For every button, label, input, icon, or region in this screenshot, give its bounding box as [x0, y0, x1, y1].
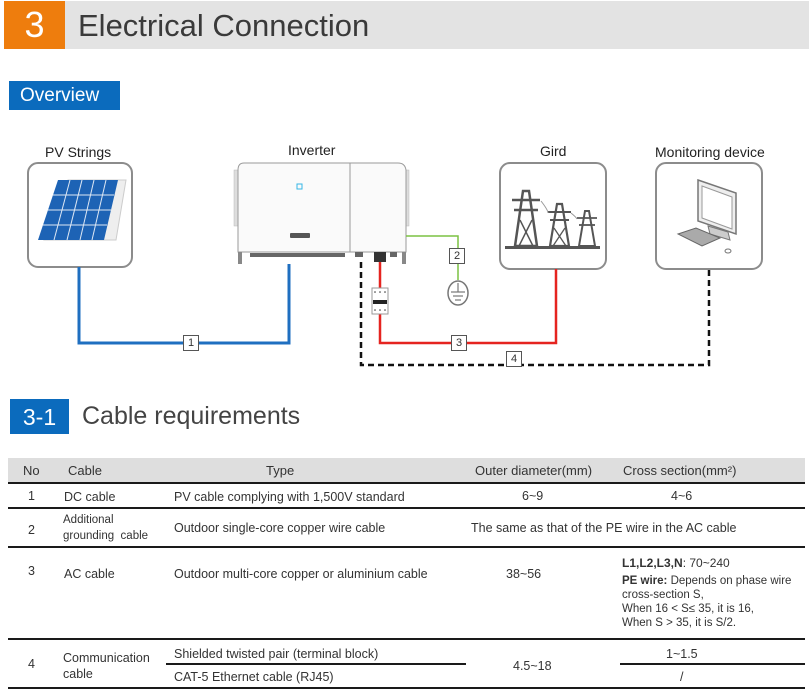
overview-heading: Overview [9, 81, 120, 110]
section-number: 3-1 [10, 399, 69, 434]
row-divider [8, 507, 805, 509]
cable-tag-1: 1 [183, 335, 199, 351]
cable-tag-3: 3 [451, 335, 467, 351]
row3-phase-value: : 70~240 [682, 556, 730, 570]
row4-no: 4 [28, 657, 35, 671]
row3-outer: 38~56 [506, 567, 542, 581]
power-tower-icon [505, 189, 600, 249]
computer-icon [676, 178, 737, 254]
row1-outer: 6~9 [522, 489, 544, 503]
row3-cross-pe-2: cross-section S, [622, 589, 704, 601]
chapter-title: Electrical Connection [78, 8, 370, 43]
header-cable: Cable [68, 463, 102, 478]
row1-no: 1 [28, 489, 35, 503]
monitoring-device-label: Monitoring device [655, 144, 765, 160]
row2-type: Outdoor single-core copper wire cable [174, 521, 386, 535]
grounding-cable-line [406, 235, 459, 280]
header-no: No [23, 463, 40, 478]
diagram-wiring [27, 162, 763, 367]
row4-cross-divider [620, 663, 805, 665]
row3-cross-pe-3: When 16 < S≤ 35, it is 16, [622, 603, 754, 615]
table-bottom-border [8, 687, 805, 689]
row4-cable-line2: cable [63, 667, 93, 681]
ac-cable-line [378, 262, 558, 345]
cable-tag-4: 4 [506, 351, 522, 367]
cable-tag-2: 2 [449, 248, 465, 264]
row2-merged-spec: The same as that of the PE wire in the A… [471, 521, 737, 535]
row4-cable-line1: Communication [63, 651, 150, 665]
row3-cross-pe-1: PE wire: Depends on phase wire [622, 574, 791, 588]
row-divider [8, 546, 805, 548]
row3-cross-phase: L1,L2,L3,N: 70~240 [622, 556, 730, 570]
header-type: Type [266, 463, 295, 478]
circuit-breaker-icon [371, 287, 389, 315]
inverter-icon [233, 162, 410, 264]
row2-cable-line1: Additional [63, 514, 114, 526]
dc-cable-line [77, 264, 291, 345]
row2-cable-line2: grounding cable [63, 530, 149, 542]
row4-sub-divider [166, 663, 466, 665]
row3-pe-label: PE wire: [622, 575, 668, 587]
row4-type-1: Shielded twisted pair (terminal block) [174, 647, 379, 661]
grid-label: Gird [540, 143, 567, 159]
row3-cross-pe-4: When S > 35, it is S/2. [622, 617, 737, 629]
pv-strings-label: PV Strings [45, 144, 112, 160]
connection-diagram: PV Strings Inverter Gird Monitoring devi… [0, 130, 811, 380]
solar-panel-icon [38, 179, 127, 241]
row4-cross-1: 1~1.5 [666, 647, 698, 661]
communication-cable-line [359, 262, 711, 367]
inverter-label: Inverter [288, 142, 336, 158]
row3-cable: AC cable [64, 567, 115, 581]
row1-cable: DC cable [64, 490, 116, 504]
row4-type-2: CAT-5 Ethernet cable (RJ45) [174, 670, 334, 684]
chapter-number: 3 [4, 1, 65, 49]
header-outer-diameter: Outer diameter(mm) [475, 463, 593, 478]
section-title: Cable requirements [82, 402, 301, 430]
row4-cross-2: / [680, 670, 684, 684]
chapter-header: 3 Electrical Connection [4, 1, 809, 49]
row-divider [8, 638, 805, 640]
row1-type: PV cable complying with 1,500V standard [174, 490, 405, 504]
ground-symbol-icon [447, 280, 469, 306]
row1-cross: 4~6 [671, 489, 693, 503]
row3-no: 3 [28, 564, 35, 578]
row3-pe-text: Depends on phase wire [667, 575, 792, 587]
header-cross-section: Cross section(mm²) [623, 463, 737, 478]
row4-outer: 4.5~18 [513, 659, 552, 673]
row3-phase-label: L1,L2,L3,N [622, 556, 683, 570]
row3-type: Outdoor multi-core copper or aluminium c… [174, 567, 428, 581]
row2-no: 2 [28, 523, 35, 537]
table-header-row: No Cable Type Outer diameter(mm) Cross s… [8, 458, 805, 484]
